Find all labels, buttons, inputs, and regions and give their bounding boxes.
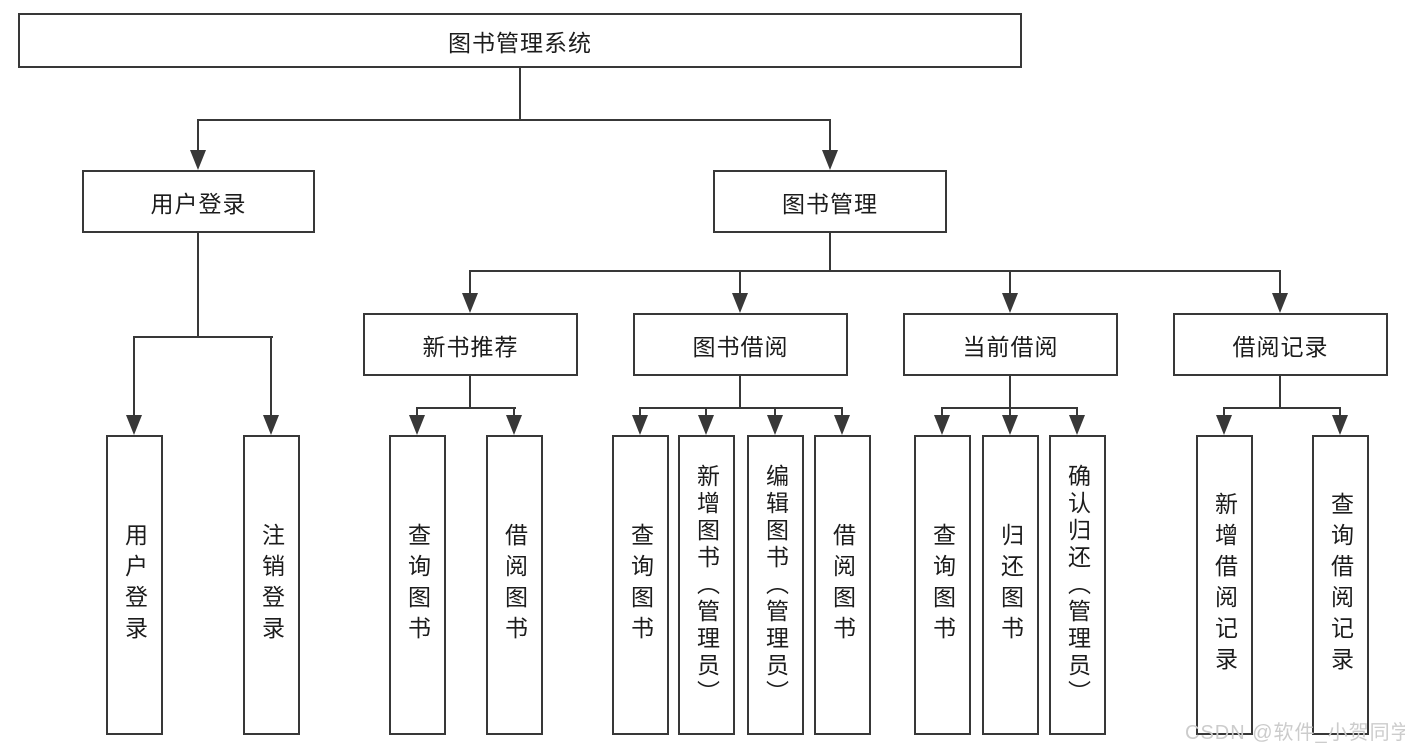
arrow-down-icon bbox=[767, 415, 783, 435]
arrow-down-icon bbox=[263, 415, 279, 435]
arrow-down-icon bbox=[1332, 415, 1348, 435]
connector-line bbox=[270, 336, 272, 415]
arrow-down-icon bbox=[822, 150, 838, 170]
arrow-down-icon bbox=[126, 415, 142, 435]
connector-line bbox=[739, 270, 741, 293]
connector-root-branch bbox=[197, 119, 831, 121]
connector-nbr-stem bbox=[469, 376, 471, 407]
arrow-down-icon bbox=[462, 293, 478, 313]
connector-line bbox=[469, 270, 471, 293]
leaf-bb-edit-books-admin: 编辑图书（管理员） bbox=[747, 435, 804, 735]
leaf-nbr-borrow-books: 借阅图书 bbox=[486, 435, 543, 735]
node-borrowing-records: 借阅记录 bbox=[1173, 313, 1388, 376]
connector-line bbox=[639, 407, 641, 415]
leaf-br-add-borrow-record: 新增借阅记录 bbox=[1196, 435, 1253, 735]
leaf-bb-borrow-books: 借阅图书 bbox=[814, 435, 871, 735]
node-book-borrowing: 图书借阅 bbox=[633, 313, 848, 376]
leaf-cb-return-books: 归还图书 bbox=[982, 435, 1039, 735]
arrow-down-icon bbox=[1002, 293, 1018, 313]
connector-root-stem bbox=[519, 68, 521, 119]
connector-bb-branch bbox=[639, 407, 843, 409]
leaf-cb-search-books: 查询图书 bbox=[914, 435, 971, 735]
arrow-down-icon bbox=[732, 293, 748, 313]
connector-line bbox=[197, 119, 199, 150]
connector-line bbox=[841, 407, 843, 415]
arrow-down-icon bbox=[1272, 293, 1288, 313]
watermark-text: CSDN @软件_小贺同学 bbox=[1185, 722, 1405, 744]
connector-line bbox=[1279, 270, 1281, 293]
node-new-book-recommend: 新书推荐 bbox=[363, 313, 578, 376]
connector-nbr-branch bbox=[416, 407, 516, 409]
arrow-down-icon bbox=[934, 415, 950, 435]
connector-cb-stem bbox=[1009, 376, 1011, 407]
connector-br-stem bbox=[1279, 376, 1281, 407]
connector-line bbox=[1339, 407, 1341, 415]
arrow-down-icon bbox=[632, 415, 648, 435]
connector-line bbox=[774, 407, 776, 415]
leaf-logout: 注销登录 bbox=[243, 435, 300, 735]
connector-line bbox=[1223, 407, 1225, 415]
arrow-down-icon bbox=[1069, 415, 1085, 435]
arrow-down-icon bbox=[834, 415, 850, 435]
connector-br-branch bbox=[1223, 407, 1341, 409]
leaf-user-login: 用户登录 bbox=[106, 435, 163, 735]
connector-line bbox=[416, 407, 418, 415]
connector-book-mgmt-stem bbox=[829, 233, 831, 270]
node-book-management: 图书管理 bbox=[713, 170, 947, 233]
arrow-down-icon bbox=[698, 415, 714, 435]
connector-user-login-stem bbox=[197, 233, 199, 336]
connector-line bbox=[705, 407, 707, 415]
node-user-login: 用户登录 bbox=[82, 170, 315, 233]
connector-line bbox=[1009, 270, 1011, 293]
connector-line bbox=[829, 119, 831, 150]
connector-line bbox=[1009, 407, 1011, 415]
leaf-cb-confirm-return-admin: 确认归还（管理员） bbox=[1049, 435, 1106, 735]
arrow-down-icon bbox=[409, 415, 425, 435]
arrow-down-icon bbox=[1216, 415, 1232, 435]
arrow-down-icon bbox=[1002, 415, 1018, 435]
connector-user-login-branch bbox=[133, 336, 273, 338]
node-current-borrowing: 当前借阅 bbox=[903, 313, 1118, 376]
connector-line bbox=[1076, 407, 1078, 415]
arrow-down-icon bbox=[190, 150, 206, 170]
connector-line bbox=[513, 407, 515, 415]
leaf-br-search-borrow-record: 查询借阅记录 bbox=[1312, 435, 1369, 735]
leaf-bb-search-books: 查询图书 bbox=[612, 435, 669, 735]
leaf-nbr-search-books: 查询图书 bbox=[389, 435, 446, 735]
connector-line bbox=[133, 336, 135, 415]
connector-book-mgmt-branch bbox=[469, 270, 1281, 272]
leaf-bb-add-books-admin: 新增图书（管理员） bbox=[678, 435, 735, 735]
connector-line bbox=[941, 407, 943, 415]
arrow-down-icon bbox=[506, 415, 522, 435]
connector-bb-stem bbox=[739, 376, 741, 407]
node-root: 图书管理系统 bbox=[18, 13, 1022, 68]
